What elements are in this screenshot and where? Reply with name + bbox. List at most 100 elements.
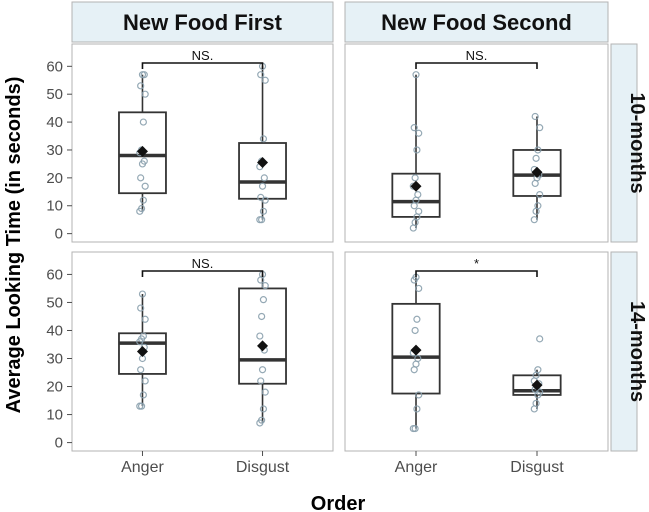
significance-bracket [141, 270, 264, 277]
y-tick-label: 50 [46, 86, 63, 103]
box-anger [118, 290, 167, 410]
y-tick-label: 50 [46, 294, 63, 311]
y-tick-label: 20 [46, 170, 63, 187]
data-point [410, 124, 418, 132]
data-point [415, 129, 423, 137]
data-point [530, 216, 538, 224]
x-tick-label: Disgust [510, 459, 564, 476]
data-point [139, 391, 147, 399]
data-point [413, 405, 421, 413]
column-strip-label: New Food First [123, 10, 283, 35]
box-anger [391, 71, 441, 232]
y-tick-label: 20 [46, 379, 63, 396]
row-strip-label: 10-months [626, 92, 648, 193]
data-point [257, 377, 265, 385]
y-tick-label: 10 [46, 198, 63, 215]
mean-marker [257, 157, 269, 169]
significance-bracket [415, 270, 538, 277]
mean-marker [531, 379, 543, 391]
significance-label: * [474, 256, 479, 271]
mean-marker [136, 145, 148, 157]
data-point [141, 377, 149, 385]
data-point [536, 335, 544, 343]
data-point [261, 282, 269, 290]
data-point [260, 174, 268, 182]
data-point [534, 366, 542, 374]
data-point [531, 112, 539, 121]
data-point [259, 135, 268, 143]
column-strip-label: New Food Second [381, 10, 572, 35]
facet-panels: NS. NS. NS. * [71, 43, 609, 452]
facet-panel: NS. [71, 43, 334, 243]
data-point [137, 174, 145, 182]
data-point [137, 82, 145, 90]
data-point [534, 146, 542, 154]
column-strip [71, 1, 334, 43]
column-facet-strips: New Food First New Food Second [71, 1, 609, 43]
x-tick-label: Anger [395, 459, 438, 476]
data-point [261, 76, 269, 84]
facet-panel: * [344, 251, 609, 452]
row-strip [610, 251, 638, 452]
box-disgust [512, 335, 562, 413]
y-tick-label: 40 [46, 114, 63, 131]
y-tick-label: 0 [55, 226, 63, 243]
significance-label: NS. [466, 48, 488, 63]
data-point [415, 207, 423, 215]
data-point [137, 304, 145, 312]
data-point [257, 71, 265, 79]
facet-panel: NS. [344, 43, 609, 243]
data-point [140, 71, 148, 79]
y-tick-label: 30 [46, 142, 63, 159]
y-tick-label: 40 [46, 322, 63, 339]
x-tick-label: Disgust [236, 459, 290, 476]
box-anger [118, 71, 167, 215]
data-point [261, 388, 269, 396]
data-point [413, 315, 421, 323]
box-disgust [238, 62, 287, 224]
data-point [258, 182, 267, 190]
significance-label: NS. [192, 48, 214, 63]
mean-marker [531, 166, 543, 178]
data-point [414, 190, 422, 199]
x-axis-title: Order [311, 493, 366, 512]
data-point [415, 391, 423, 399]
y-axis-title: Average Looking Time (in seconds) [3, 77, 25, 414]
row-strip [610, 43, 638, 243]
mean-marker [410, 180, 422, 192]
data-point [258, 416, 266, 424]
data-point [259, 207, 268, 215]
data-point [534, 202, 542, 210]
mean-marker [410, 344, 422, 356]
data-point [141, 90, 149, 98]
data-point [412, 71, 420, 79]
facet-panel: NS. [71, 251, 334, 452]
data-point [536, 124, 544, 132]
column-strip [344, 1, 609, 43]
data-point [138, 290, 147, 298]
panel-border [344, 43, 609, 243]
y-tick-label: 60 [46, 266, 63, 283]
significance-bracket [415, 62, 538, 69]
data-point [259, 405, 268, 413]
x-tick-label: Anger [121, 459, 164, 476]
data-point [141, 315, 149, 323]
box-disgust [238, 270, 287, 427]
x-axes: Anger Disgust Anger Disgust [121, 451, 564, 476]
data-point [139, 118, 147, 126]
data-point [137, 402, 146, 410]
data-point [137, 366, 145, 374]
data-point [532, 399, 540, 407]
data-point [536, 190, 544, 199]
y-tick-label: 60 [46, 58, 63, 75]
mean-marker [257, 340, 269, 352]
panel-border [344, 251, 609, 452]
data-point [411, 424, 419, 433]
data-point [413, 146, 421, 154]
data-point [257, 193, 265, 201]
data-point [139, 196, 147, 204]
box-disgust [512, 112, 562, 224]
data-point [532, 154, 540, 162]
